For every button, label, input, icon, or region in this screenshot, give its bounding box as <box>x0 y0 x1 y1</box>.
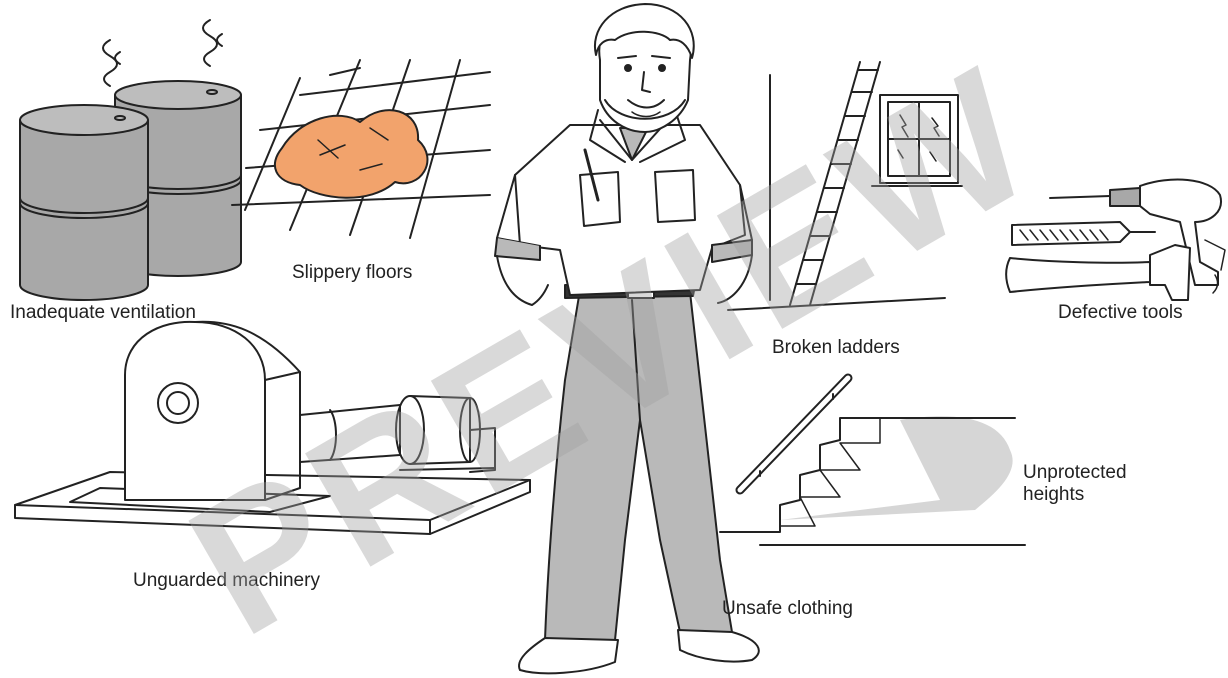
ladder-illustration <box>728 62 962 310</box>
stairs-illustration <box>720 378 1025 545</box>
tools-illustration <box>1006 180 1225 300</box>
label-broken-ladders: Broken ladders <box>772 337 900 359</box>
label-unprotected-heights: Unprotected heights <box>1023 462 1127 506</box>
barrels-illustration <box>20 20 241 300</box>
label-unguarded-machinery: Unguarded machinery <box>133 570 320 592</box>
machinery-illustration <box>15 322 530 534</box>
man-illustration <box>495 4 759 673</box>
label-unsafe-clothing: Unsafe clothing <box>722 598 853 620</box>
label-slippery-floors: Slippery floors <box>292 262 412 284</box>
slippery-floor-illustration <box>232 60 490 238</box>
label-inadequate-ventilation: Inadequate ventilation <box>10 302 196 324</box>
label-defective-tools: Defective tools <box>1058 302 1183 324</box>
